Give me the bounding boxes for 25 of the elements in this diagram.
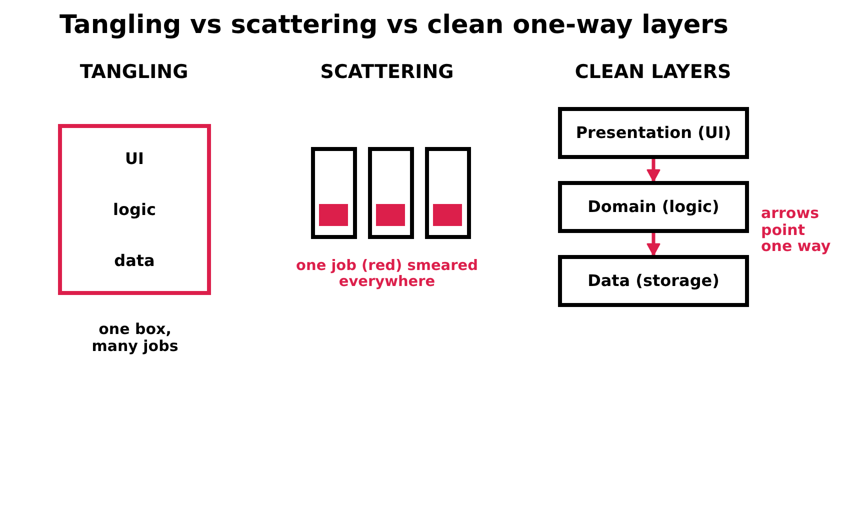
module-box [368,147,414,239]
module-box [58,124,211,295]
title: Tangling vs scattering vs clean one-way layers [60,10,728,40]
job-block [433,204,462,226]
layer-label: Data (storage) [588,271,720,291]
section-heading: CLEAN LAYERS [574,62,732,83]
caption-text: one box, many jobs [90,321,180,354]
box-text: data [114,250,155,270]
caption-text: one job (red) smeared everywhere [295,259,479,291]
layer-label: Presentation (UI) [576,123,732,143]
arrow [646,233,660,256]
note-text: arrows point one way [761,205,832,254]
arrow [646,159,660,182]
box-text: logic [113,200,156,220]
layer-box [558,107,749,159]
layer-label: Domain (logic) [588,197,720,217]
section-heading: TANGLING [80,62,188,83]
layer-box [558,255,749,307]
module-box [425,147,471,239]
module-box [311,147,357,239]
section-heading: SCATTERING [320,62,454,83]
job-block [319,204,348,226]
box-text: UI [125,148,144,168]
job-block [376,204,405,226]
layer-box [558,181,749,233]
